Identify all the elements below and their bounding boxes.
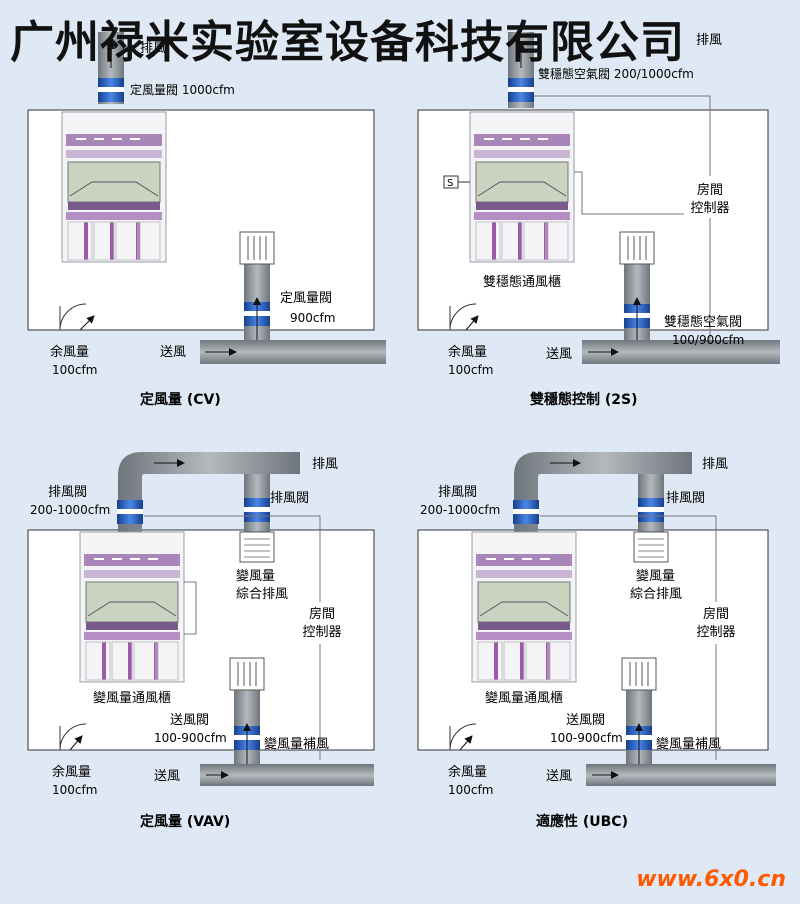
offset-value: 100cfm [52,783,97,797]
general-exhaust-line2: 綜合排風 [236,587,288,602]
hood-damper-value: 200-1000cfm [420,503,500,517]
supply-damper-label: 送風閥 [170,713,209,728]
general-damper-label: 排風閥 [666,491,705,506]
supply-label: 送風 [154,769,180,784]
supply-damper-value: 900cfm [290,311,335,325]
supply-damper-label: 定風量閥 [280,291,332,306]
company-name: 广州禄米实验室设备科技有限公司 [10,17,685,68]
supply-label: 送風 [160,345,186,360]
sash-sensor: S [447,178,453,189]
panel-caption: 定風量 (CV) [140,391,221,408]
fume-hood [469,111,575,263]
offset-label: 余風量 [50,344,89,360]
supply-damper-value: 100-900cfm [154,731,227,745]
watermark: www.6x0.cn [636,867,786,892]
hood-damper-value: 200-1000cfm [30,503,110,517]
fume-hood [79,531,185,683]
offset-value: 100cfm [448,363,493,377]
panel-caption: 雙穩態控制 (2S) [530,391,638,408]
panel-ubc: 排風 排風閥 200-1000cfm 排風閥 變風量 綜合排風 房間 控制器 變… [417,452,776,830]
makeup-label: 變風量補風 [656,736,721,752]
supply-label: 送風 [546,347,572,362]
hood-label: 雙穩態通風櫃 [483,274,561,290]
offset-value: 100cfm [52,363,97,377]
makeup-label: 變風量補風 [264,736,329,752]
offset-label: 余風量 [448,344,487,360]
exhaust-label: 排風 [312,457,338,472]
room-controller-line1: 房間 [703,606,729,622]
supply-damper-value: 100-900cfm [550,731,623,745]
company-banner: 广州禄米实验室设备科技有限公司 [0,0,800,80]
room-controller-line2: 控制器 [690,201,729,216]
exhaust-label: 排風 [702,457,728,472]
fume-hood [61,111,167,263]
room-controller-line1: 房間 [309,606,335,622]
hood-damper-label: 排風閥 [438,485,477,500]
supply-damper-label: 送風閥 [566,713,605,728]
general-damper-label: 排風閥 [270,491,309,506]
room-controller-line1: 房間 [697,182,723,198]
fume-hood [471,531,577,683]
panel-cv: 排風 定風量閥 1000cfm 定風量閥 900cfm 送風 余風量 100cf… [27,32,386,408]
room-controller-line2: 控制器 [696,625,735,640]
exhaust-damper-label: 定風量閥 1000cfm [130,82,235,97]
exhaust-damper-label: 雙穩態空氣閥 200/1000cfm [538,66,694,81]
offset-label: 余風量 [52,764,91,780]
hood-damper-label: 排風閥 [48,485,87,500]
supply-damper-label: 雙穩態空氣閥 [664,314,742,330]
offset-value: 100cfm [448,783,493,797]
hood-label: 變風量通風櫃 [93,690,171,706]
panel-caption: 定風量 (VAV) [140,813,230,830]
exhaust-label: 排風 [140,41,166,56]
panel-2s: 排風 雙穩態空氣閥 200/1000cfm S 房間 控制器 雙穩態通風櫃 雙穩… [417,32,780,408]
general-exhaust-line2: 綜合排風 [630,587,682,602]
exhaust-label: 排風 [696,33,722,48]
general-exhaust-line1: 變風量 [636,568,675,584]
panel-caption: 適應性 (UBC) [536,813,628,830]
hood-label: 變風量通風櫃 [485,690,563,706]
general-exhaust-line1: 變風量 [236,568,275,584]
supply-label: 送風 [546,769,572,784]
room-controller-line2: 控制器 [302,625,341,640]
panel-vav: 排風 排風閥 200-1000cfm 排風閥 變風量 綜合排風 房間 控制器 變… [27,452,375,830]
offset-label: 余風量 [448,764,487,780]
supply-damper-value: 100/900cfm [672,333,744,347]
